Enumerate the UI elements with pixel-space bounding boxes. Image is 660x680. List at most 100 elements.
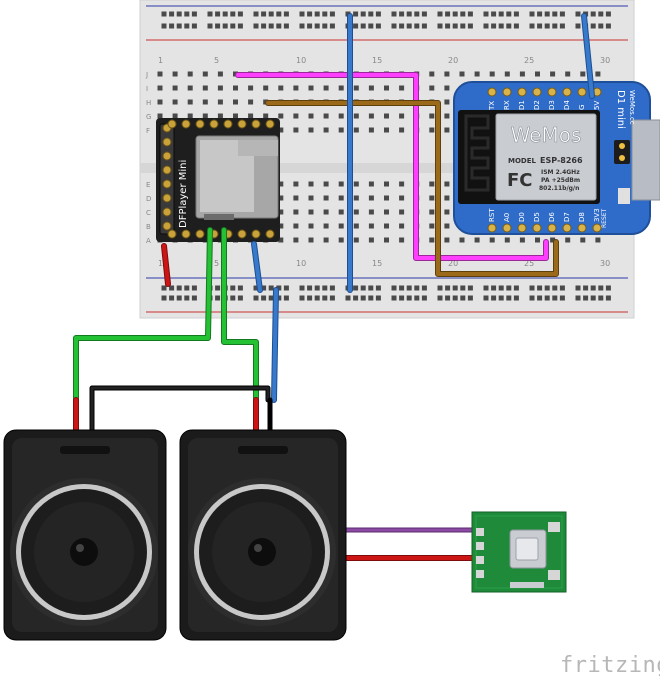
breadboard-hole xyxy=(429,181,435,187)
breadboard-hole xyxy=(215,23,221,29)
breadboard-hole xyxy=(605,23,611,29)
header-pin xyxy=(532,223,542,233)
column-number: 10 xyxy=(296,56,306,65)
breadboard-hole xyxy=(308,223,314,229)
breadboard-hole xyxy=(161,11,167,17)
breadboard-hole xyxy=(191,295,197,301)
breadboard-hole xyxy=(467,11,473,17)
breadboard-hole xyxy=(353,237,359,243)
header-pin xyxy=(517,223,527,233)
breadboard-hole xyxy=(598,285,604,291)
breadboard-hole xyxy=(474,237,480,243)
breadboard-hole xyxy=(384,85,389,91)
wemos-pins xyxy=(487,87,602,233)
breadboard-hole xyxy=(278,181,284,187)
header-pin xyxy=(251,119,261,129)
reset-label: RESET xyxy=(601,208,608,228)
breadboard-hole xyxy=(329,295,335,301)
breadboard-hole xyxy=(452,11,458,17)
breadboard-hole xyxy=(399,223,405,229)
breadboard-hole xyxy=(278,223,284,229)
breadboard-hole xyxy=(222,23,228,29)
fritzing-watermark: fritzing xyxy=(560,653,660,678)
breadboard-hole xyxy=(283,295,289,301)
breadboard-hole xyxy=(237,11,243,17)
breadboard-hole xyxy=(338,85,344,91)
header-pin xyxy=(502,87,512,97)
breadboard-hole xyxy=(429,195,435,201)
breadboard-hole xyxy=(187,99,193,105)
breadboard-hole xyxy=(299,295,305,301)
breadboard-hole xyxy=(172,85,178,91)
breadboard-hole xyxy=(157,113,163,119)
header-pin xyxy=(547,223,557,233)
breadboard-hole xyxy=(323,113,329,119)
breadboard-hole xyxy=(293,181,299,187)
header-pin xyxy=(251,229,261,239)
breadboard-hole xyxy=(399,285,405,291)
breadboard-hole xyxy=(559,295,565,301)
breadboard-hole xyxy=(338,195,344,201)
spec-line: 802.11b/g/n xyxy=(539,185,579,192)
breadboard-hole xyxy=(261,11,267,17)
breadboard-hole xyxy=(575,23,581,29)
breadboard-hole xyxy=(176,23,182,29)
pin-label: D4 xyxy=(563,100,571,110)
column-number: 5 xyxy=(214,259,219,268)
breadboard-hole xyxy=(169,285,175,291)
breadboard-hole xyxy=(605,295,611,301)
breadboard-hole xyxy=(445,23,451,29)
header-pin xyxy=(487,223,497,233)
breadboard-hole xyxy=(368,195,374,201)
breadboard-hole xyxy=(368,11,374,17)
breadboard-hole xyxy=(176,285,182,291)
breadboard-hole xyxy=(230,23,236,29)
breadboard-hole xyxy=(421,23,427,29)
breadboard-hole xyxy=(308,85,314,91)
breadboard-hole xyxy=(399,181,405,187)
pin-label: D5 xyxy=(533,212,541,222)
breadboard-hole xyxy=(202,85,208,91)
breadboard-hole xyxy=(575,285,581,291)
breadboard-hole xyxy=(459,71,465,77)
breadboard-hole xyxy=(559,11,565,17)
header-pin xyxy=(592,223,602,233)
breadboard-hole xyxy=(513,285,519,291)
breadboard-hole xyxy=(263,85,269,91)
breadboard-hole xyxy=(360,11,366,17)
breadboard-hole xyxy=(467,295,473,301)
breadboard-hole xyxy=(580,71,586,77)
breadboard-hole xyxy=(444,181,450,187)
pin-label: D2 xyxy=(533,100,541,110)
breadboard-hole xyxy=(157,99,163,105)
breadboard-hole xyxy=(537,285,543,291)
breadboard-hole xyxy=(268,295,274,301)
header-pin xyxy=(181,119,191,129)
breadboard-hole xyxy=(353,181,359,187)
breadboard-hole xyxy=(399,295,405,301)
breadboard-hole xyxy=(338,237,344,243)
breadboard-hole xyxy=(353,113,359,119)
breadboard-hole xyxy=(215,295,221,301)
row-letter: D xyxy=(146,195,151,203)
breadboard-hole xyxy=(323,85,329,91)
header-pin xyxy=(265,119,275,129)
header-pin xyxy=(223,119,233,129)
breadboard-hole xyxy=(384,237,389,243)
breadboard-hole xyxy=(233,113,238,119)
breadboard-hole xyxy=(353,195,359,201)
breadboard-hole xyxy=(559,23,565,29)
breadboard-hole xyxy=(575,11,581,17)
header-pin xyxy=(547,87,557,97)
breadboard-hole xyxy=(444,71,450,77)
breadboard-hole xyxy=(384,223,389,229)
header-pin xyxy=(195,119,205,129)
breadboard-hole xyxy=(323,181,329,187)
breadboard-hole xyxy=(360,285,366,291)
breadboard-hole xyxy=(276,285,282,291)
breadboard-hole xyxy=(467,23,473,29)
breadboard-hole xyxy=(169,23,175,29)
board-title: D1 mini xyxy=(615,90,626,129)
breadboard-hole xyxy=(368,23,374,29)
breadboard-hole xyxy=(184,285,190,291)
